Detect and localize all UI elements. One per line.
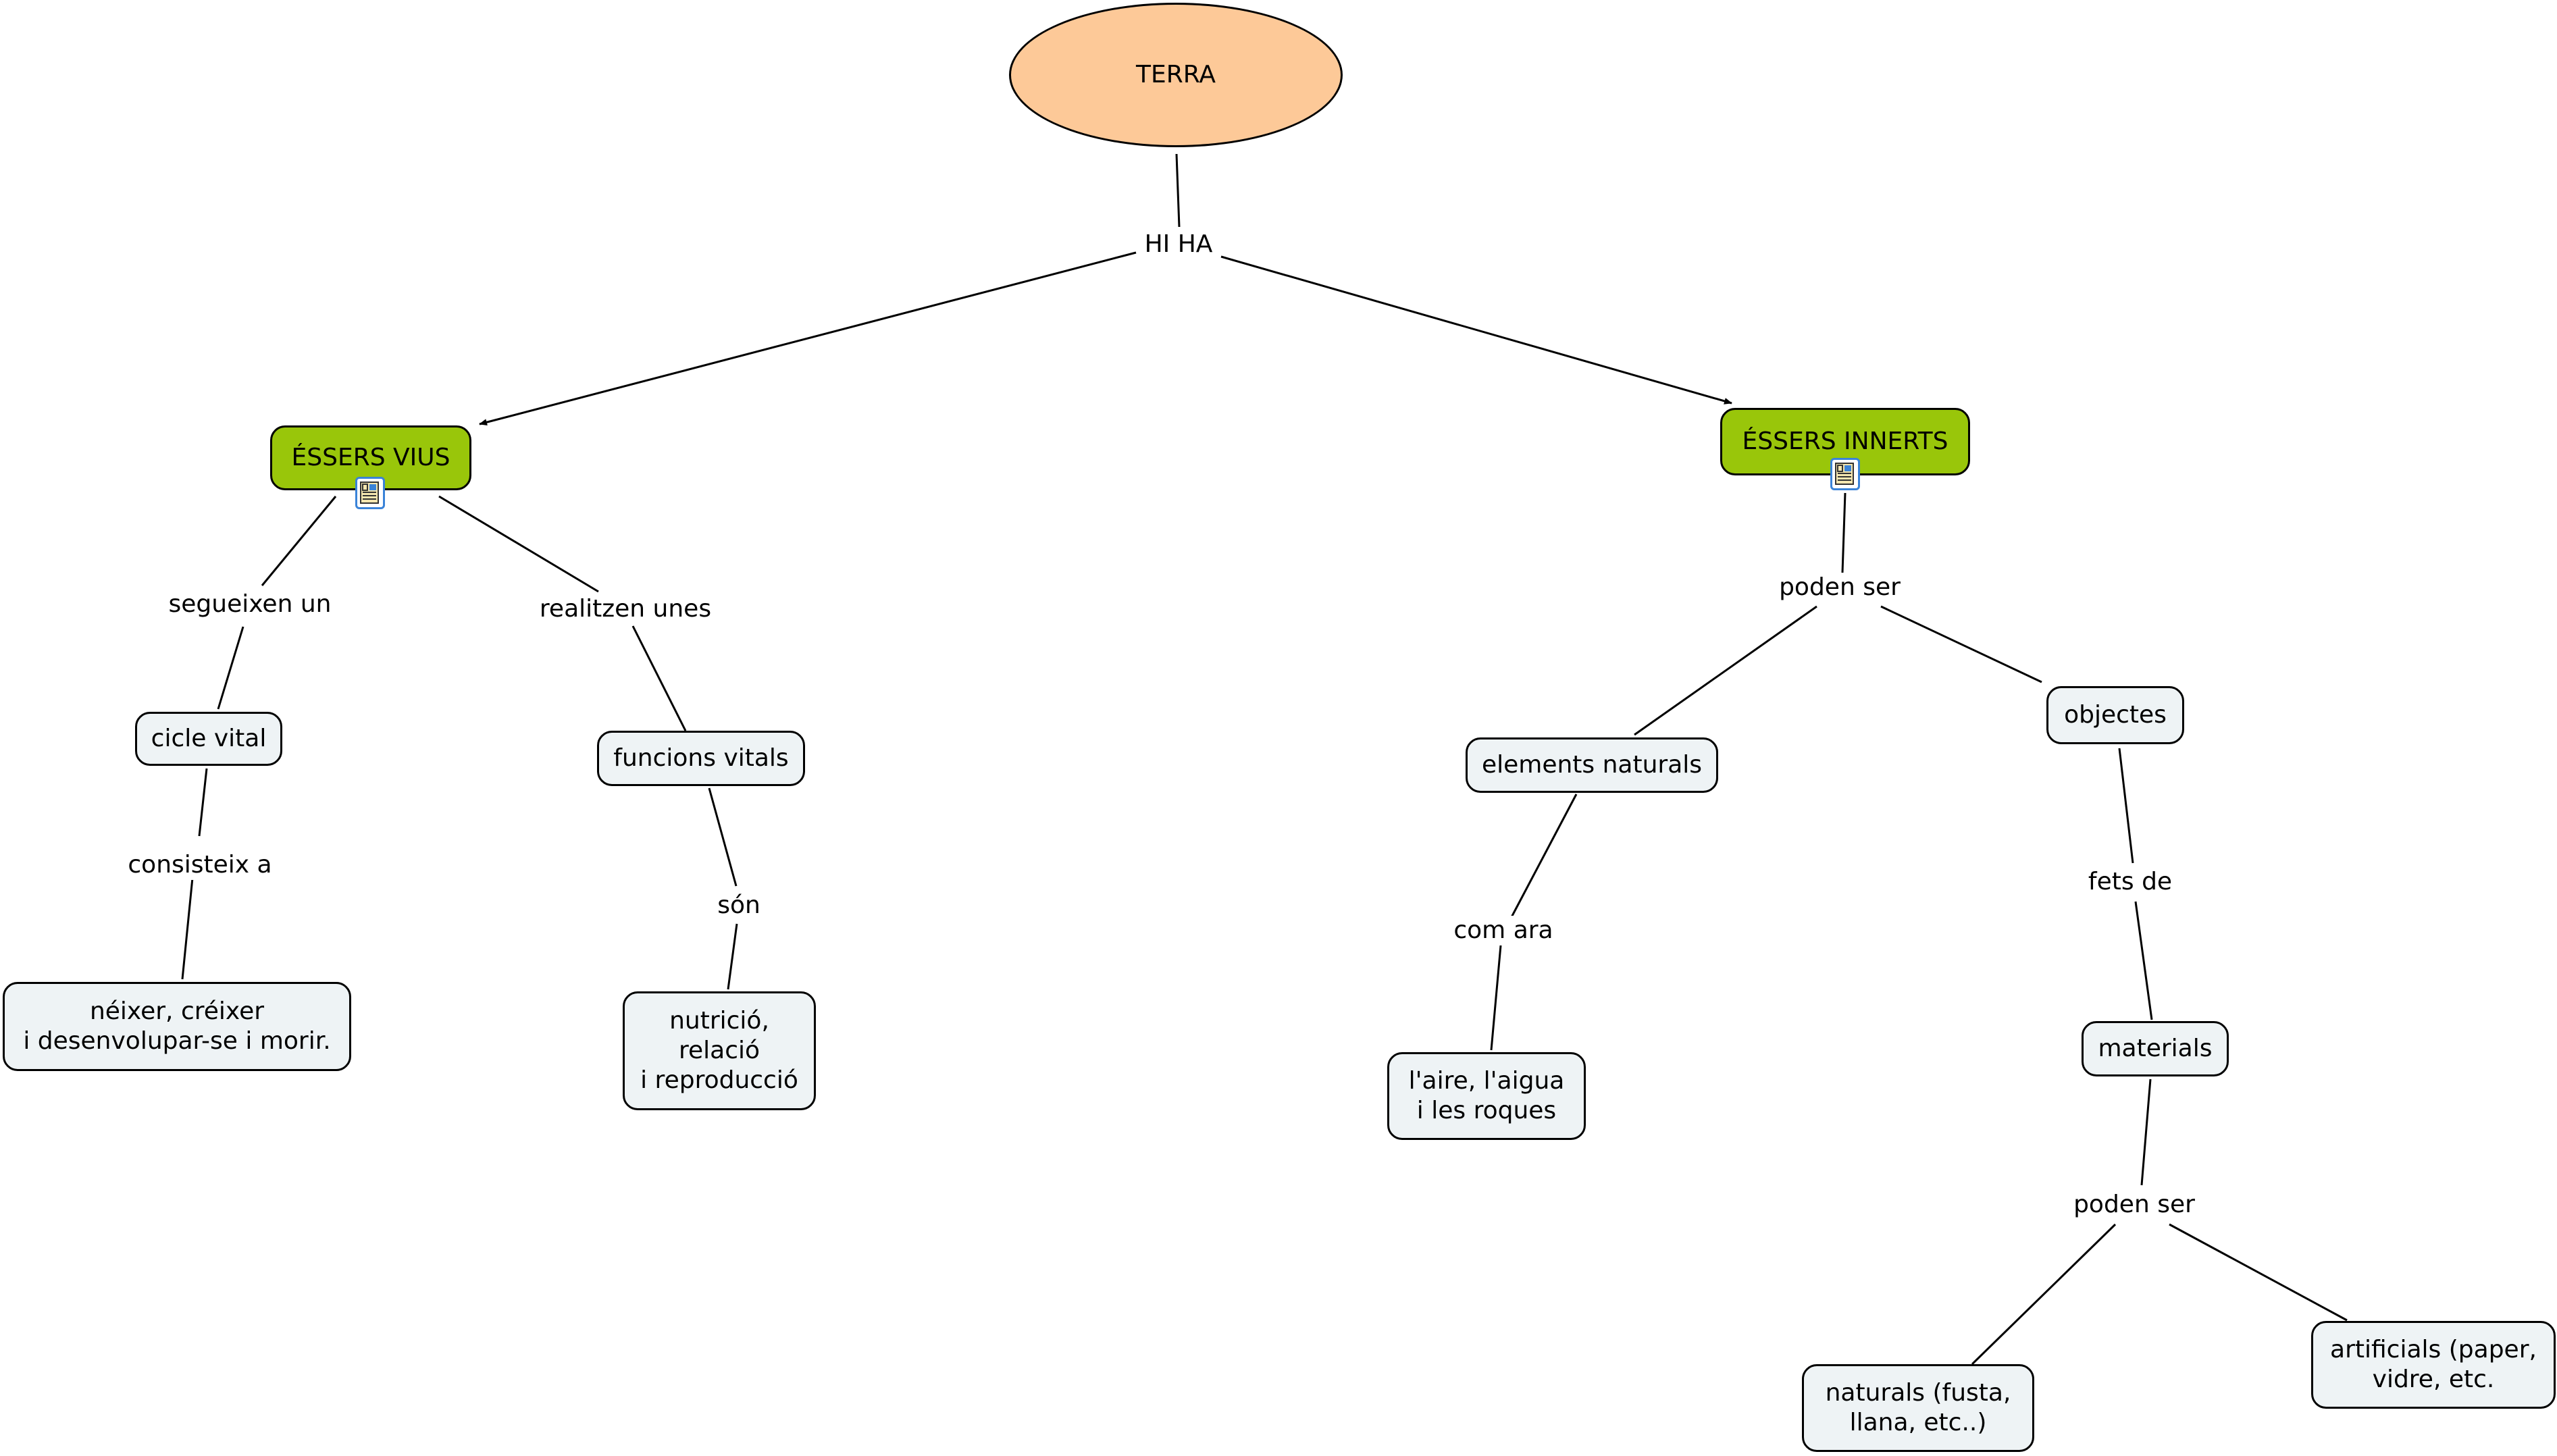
node-funcions-vitals[interactable]: funcions vitals: [597, 731, 805, 786]
link-label-consisteix-a: consisteix a: [124, 850, 276, 880]
link-label-poden-ser: poden ser: [1775, 573, 1905, 602]
node-objectes[interactable]: objectes: [2046, 686, 2184, 744]
node-nutricio[interactable]: nutrició, relació i reproducció: [623, 991, 816, 1110]
node-materials[interactable]: materials: [2082, 1021, 2229, 1076]
node-aire-aigua[interactable]: l'aire, l'aigua i les roques: [1387, 1052, 1586, 1140]
link-label-com-ara: com ara: [1449, 916, 1557, 945]
link-label-hi-ha: HI HA: [1140, 230, 1217, 259]
document-icon[interactable]: [355, 477, 385, 509]
node-terra[interactable]: TERRA: [1009, 3, 1343, 147]
link-label-son: són: [713, 891, 765, 920]
node-elements-naturals[interactable]: elements naturals: [1466, 737, 1718, 793]
line-terra-hi-ha: [1175, 153, 1181, 228]
node-naturals[interactable]: naturals (fusta, llana, etc..): [1802, 1364, 2034, 1452]
link-label-poden-ser-2: poden ser: [2069, 1190, 2199, 1220]
node-neixer[interactable]: néixer, créixer i desenvolupar-se i mori…: [3, 982, 351, 1071]
arrow-hi-ha-essers-vius: [479, 251, 1137, 426]
link-label-fets-de: fets de: [2084, 867, 2177, 897]
node-artificials[interactable]: artificials (paper, vidre, etc.: [2311, 1321, 2556, 1409]
node-cicle-vital[interactable]: cicle vital: [135, 712, 282, 766]
document-icon[interactable]: [1830, 458, 1860, 490]
link-label-segueixen-un: segueixen un: [164, 590, 336, 619]
arrow-hi-ha-essers-innerts: [1220, 255, 1732, 405]
link-label-realitzen-unes: realitzen unes: [535, 594, 716, 624]
